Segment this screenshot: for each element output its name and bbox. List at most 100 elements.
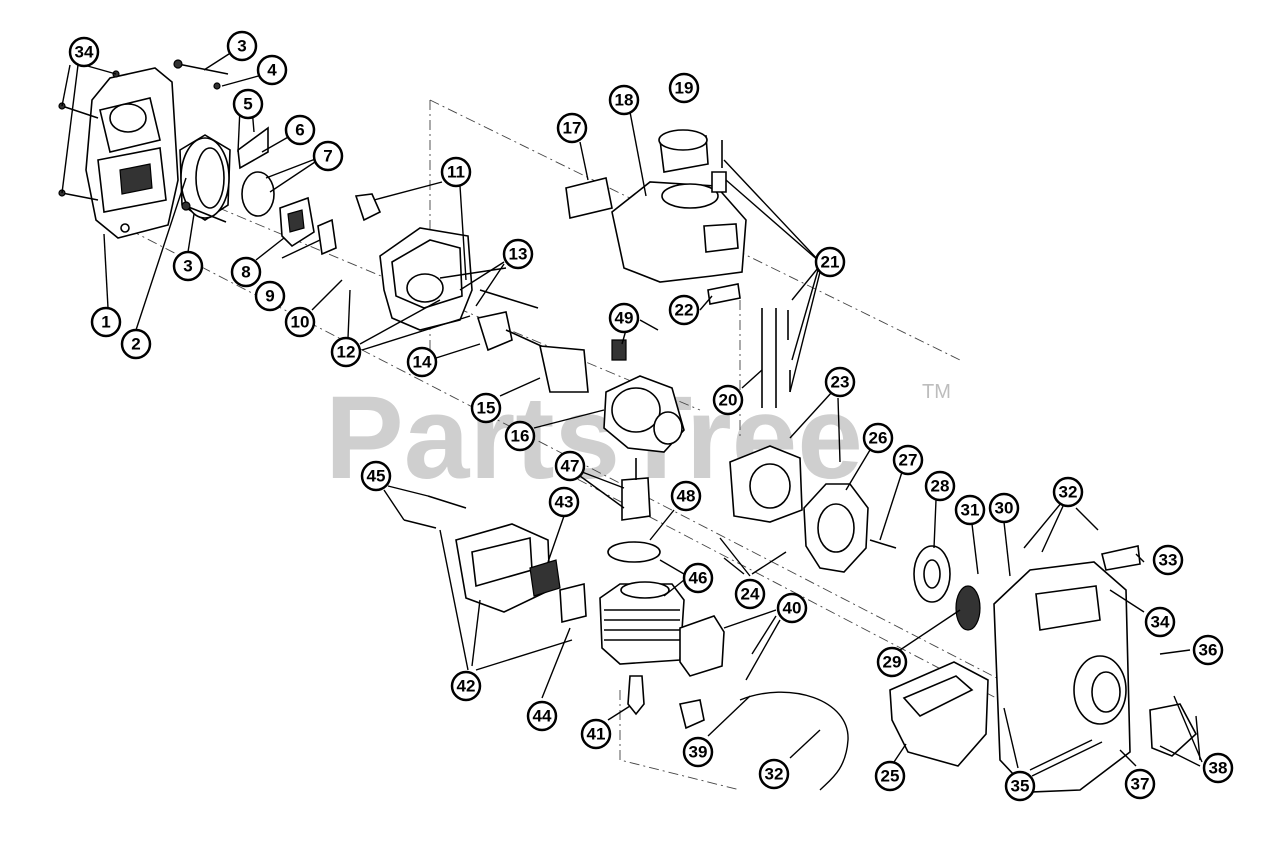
- engine-housing-front: [993, 545, 1197, 793]
- air-filter: [179, 134, 231, 221]
- callout-19: 19: [668, 72, 700, 104]
- svg-text:37: 37: [1131, 775, 1150, 794]
- svg-text:7: 7: [323, 147, 332, 166]
- callout-39: 39: [682, 736, 714, 768]
- svg-text:38: 38: [1209, 759, 1228, 778]
- svg-text:5: 5: [243, 95, 252, 114]
- svg-text:31: 31: [961, 501, 980, 520]
- callout-22: 22: [668, 294, 700, 326]
- shroud: [889, 661, 989, 767]
- svg-text:45: 45: [367, 467, 386, 486]
- svg-text:4: 4: [267, 61, 277, 80]
- starter-pulley: [913, 545, 981, 631]
- callout-1: 1: [90, 306, 122, 338]
- svg-text:15: 15: [477, 399, 496, 418]
- svg-text:36: 36: [1199, 641, 1218, 660]
- callout-13: 13: [502, 238, 534, 270]
- callout-35: 35: [1004, 770, 1036, 802]
- svg-text:21: 21: [821, 253, 840, 272]
- callout-37: 37: [1124, 768, 1156, 800]
- svg-text:30: 30: [995, 499, 1014, 518]
- trademark-symbol: TM: [922, 381, 951, 403]
- callout-28: 28: [924, 470, 956, 502]
- leader-lines: [61, 51, 1203, 777]
- callout-3: 3: [172, 250, 204, 282]
- callout-24: 24: [734, 578, 766, 610]
- wire-harness: [739, 691, 849, 791]
- svg-text:19: 19: [675, 79, 694, 98]
- callout-2: 2: [120, 328, 152, 360]
- callout-44: 44: [526, 700, 558, 732]
- svg-text:8: 8: [241, 263, 250, 282]
- callout-9: 9: [254, 280, 286, 312]
- svg-text:33: 33: [1159, 551, 1178, 570]
- svg-text:42: 42: [457, 677, 476, 696]
- carburetor: [237, 126, 337, 256]
- callout-20: 20: [712, 384, 744, 416]
- air-filter-cover: [85, 67, 179, 239]
- fuel-cap: [658, 129, 709, 173]
- callout-5: 5: [232, 88, 264, 120]
- svg-text:3: 3: [183, 257, 192, 276]
- callout-23: 23: [824, 366, 856, 398]
- svg-text:32: 32: [765, 765, 784, 784]
- svg-text:35: 35: [1011, 777, 1030, 796]
- svg-text:34: 34: [1151, 613, 1170, 632]
- callout-47: 47: [554, 450, 586, 482]
- svg-text:32: 32: [1059, 483, 1078, 502]
- callout-29: 29: [876, 646, 908, 678]
- callout-42: 42: [450, 670, 482, 702]
- callout-25: 25: [874, 760, 906, 792]
- callout-43: 43: [548, 486, 580, 518]
- callouts: 34 3 4 5 6 7 1 2 3 8 9 10 11 12 13 14 15…: [68, 30, 1234, 802]
- svg-text:12: 12: [337, 343, 356, 362]
- svg-text:13: 13: [509, 245, 528, 264]
- callout-17: 17: [556, 112, 588, 144]
- svg-text:2: 2: [131, 335, 140, 354]
- svg-text:18: 18: [615, 91, 634, 110]
- drive-shaft-assembly: [476, 311, 589, 393]
- callout-34: 34: [68, 36, 100, 68]
- callout-11: 11: [440, 156, 472, 188]
- callout-7: 7: [312, 140, 344, 172]
- callout-36: 36: [1192, 634, 1224, 666]
- svg-text:44: 44: [533, 707, 552, 726]
- spark-plug: [627, 675, 645, 716]
- callout-34: 34: [1144, 606, 1176, 638]
- callout-18: 18: [608, 84, 640, 116]
- ignition-module: [679, 615, 725, 730]
- svg-text:10: 10: [291, 313, 310, 332]
- svg-text:46: 46: [689, 569, 708, 588]
- svg-text:6: 6: [295, 121, 304, 140]
- callout-6: 6: [284, 114, 316, 146]
- callout-45: 45: [360, 460, 392, 492]
- engine-housing-rear: [354, 193, 539, 331]
- svg-text:47: 47: [561, 457, 580, 476]
- svg-text:1: 1: [101, 313, 110, 332]
- callout-49: 49: [608, 302, 640, 334]
- svg-text:11: 11: [447, 163, 465, 182]
- callout-32: 32: [1052, 476, 1084, 508]
- svg-text:22: 22: [675, 301, 694, 320]
- svg-text:23: 23: [831, 373, 850, 392]
- tank-hardware: [707, 140, 791, 408]
- callout-46: 46: [682, 562, 714, 594]
- svg-text:9: 9: [265, 287, 274, 306]
- callout-15: 15: [470, 392, 502, 424]
- callout-3: 3: [226, 30, 258, 62]
- svg-text:48: 48: [677, 487, 696, 506]
- svg-text:3: 3: [237, 37, 246, 56]
- callout-40: 40: [776, 592, 808, 624]
- svg-text:25: 25: [881, 767, 900, 786]
- muffler: [403, 495, 587, 624]
- svg-text:49: 49: [615, 309, 634, 328]
- fuel-tank: [611, 181, 747, 283]
- svg-text:16: 16: [511, 427, 530, 446]
- callout-38: 38: [1202, 752, 1234, 784]
- callout-21: 21: [814, 246, 846, 278]
- callout-31: 31: [954, 494, 986, 526]
- starter-back-plate: [729, 445, 803, 523]
- svg-text:14: 14: [413, 353, 432, 372]
- svg-text:20: 20: [719, 391, 738, 410]
- callout-10: 10: [284, 306, 316, 338]
